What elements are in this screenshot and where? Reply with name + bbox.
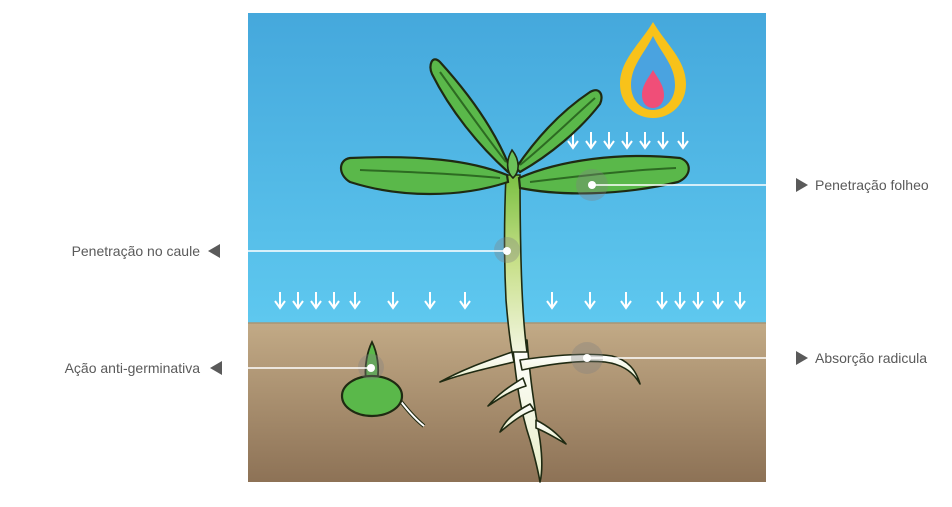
triangle-arrow-icon: [208, 244, 220, 258]
soil-background: [248, 323, 766, 482]
triangle-arrow-icon: [796, 351, 808, 365]
label-foliar-penetration: Penetração folheo: [815, 177, 929, 193]
label-root-absorption: Absorção radicula: [815, 350, 927, 366]
label-anti-germination: Ação anti-germinativa: [65, 360, 200, 376]
triangle-arrow-icon: [796, 178, 808, 192]
triangle-arrow-icon: [210, 361, 222, 375]
label-stem-penetration: Penetração no caule: [72, 243, 200, 259]
